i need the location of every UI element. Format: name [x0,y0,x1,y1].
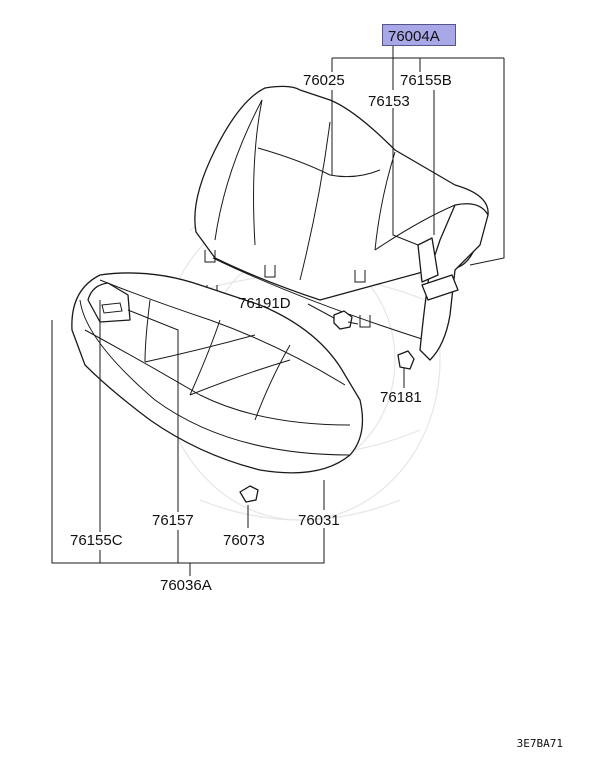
callout-76073: 76073 [223,532,265,549]
callout-76155b: 76155B [400,72,452,89]
callout-76153: 76153 [368,93,410,110]
callout-76157: 76157 [152,512,194,529]
leader-lines [51,46,505,576]
seat-back [194,85,489,365]
clip-76073 [239,485,259,503]
diagram-code: 3E7BA71 [516,737,563,750]
callout-76025: 76025 [303,72,345,89]
callout-76155c: 76155C [70,532,123,549]
callout-76004a: 76004A [388,28,440,45]
callout-76181: 76181 [380,389,422,406]
hook-bolt [333,310,359,330]
seat-cushion [71,272,364,474]
callout-76031: 76031 [298,512,340,529]
clip-76181 [397,350,415,370]
callout-76191d: 76191D [238,295,291,312]
callout-76036a: 76036A [160,577,212,594]
callout-76004a-highlight: 76004A [382,24,456,46]
back-side-panel [417,203,489,361]
